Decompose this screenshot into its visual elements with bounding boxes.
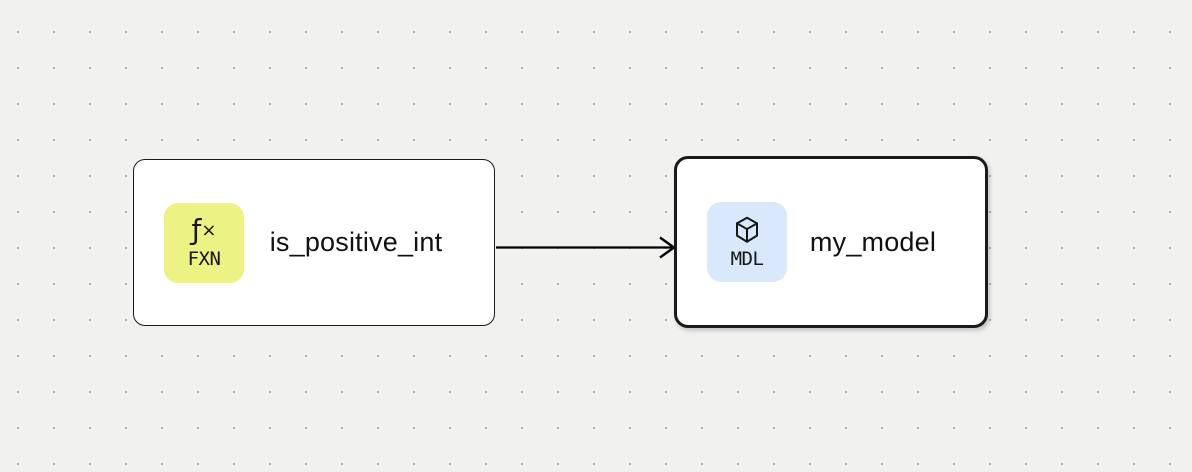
badge-tag-fxn: FXN <box>187 247 221 270</box>
badge-tag-mdl: MDL <box>730 247 764 270</box>
node-my-model[interactable]: MDL my_model <box>674 156 988 328</box>
edge-is_positive_int-to-my_model[interactable] <box>496 236 677 259</box>
model-badge: MDL <box>707 202 787 282</box>
node-is-positive-int[interactable]: ƒ× FXN is_positive_int <box>133 159 495 326</box>
cube-icon <box>731 214 763 246</box>
function-badge: ƒ× FXN <box>164 202 244 283</box>
function-icon: ƒ× <box>191 212 217 246</box>
node-label-is-positive-int: is_positive_int <box>269 227 443 257</box>
node-label-my-model: my_model <box>809 226 937 257</box>
